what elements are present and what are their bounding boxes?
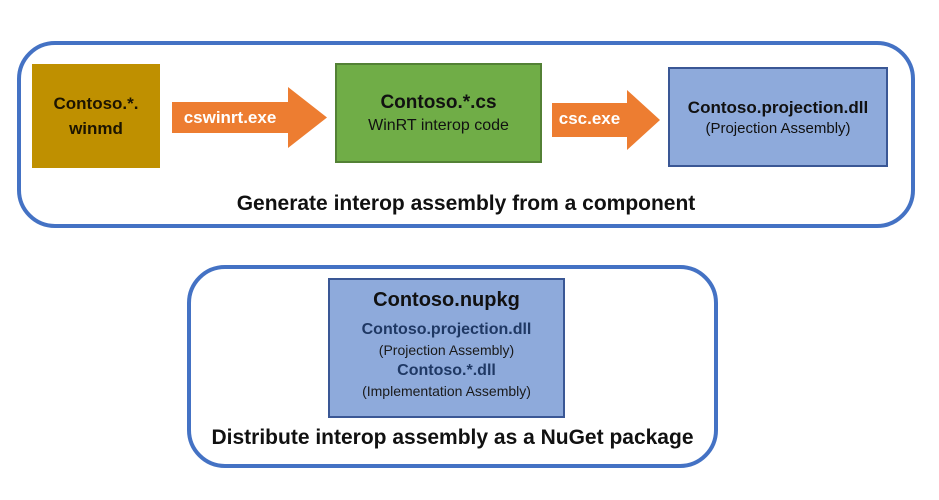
csc-arrow-label: csc.exe bbox=[558, 109, 621, 128]
distribute-section-frame: Contoso.nupkg Contoso.projection.dll (Pr… bbox=[187, 265, 718, 468]
arrow-right-icon bbox=[172, 87, 327, 148]
generate-section-frame: Contoso.*. winmd cswinrt.exe Contoso.*.c… bbox=[17, 41, 915, 228]
cswinrt-arrow-label: cswinrt.exe bbox=[183, 108, 277, 127]
nupkg-item-name: Contoso.*.dll bbox=[397, 362, 496, 379]
nupkg-box: Contoso.nupkg Contoso.projection.dll (Pr… bbox=[328, 278, 565, 418]
projection-assembly-box-title: Contoso.projection.dll bbox=[687, 97, 869, 117]
interop-code-box: Contoso.*.cs WinRT interop code bbox=[335, 63, 542, 163]
winmd-box: Contoso.*. winmd bbox=[32, 64, 160, 168]
nupkg-item-desc: (Projection Assembly) bbox=[378, 342, 515, 358]
interop-code-box-title: Contoso.*.cs bbox=[380, 92, 497, 113]
interop-code-box-subtitle: WinRT interop code bbox=[368, 117, 509, 134]
cswinrt-arrow-icon: cswinrt.exe bbox=[172, 87, 327, 148]
generate-section-caption: Generate interop assembly from a compone… bbox=[236, 192, 696, 215]
winmd-box-line2: winmd bbox=[69, 119, 123, 138]
projection-assembly-box-subtitle: (Projection Assembly) bbox=[705, 119, 851, 137]
winmd-box-line1: Contoso.*. bbox=[53, 94, 139, 113]
projection-assembly-box: Contoso.projection.dll (Projection Assem… bbox=[668, 67, 888, 167]
nupkg-item-desc: (Implementation Assembly) bbox=[362, 383, 531, 399]
csc-arrow-icon: csc.exe bbox=[552, 90, 660, 150]
nupkg-item-name: Contoso.projection.dll bbox=[361, 321, 532, 338]
arrow-right-icon bbox=[552, 90, 660, 150]
distribute-section-caption: Distribute interop assembly as a NuGet p… bbox=[211, 426, 694, 449]
nupkg-box-title: Contoso.nupkg bbox=[373, 289, 520, 311]
